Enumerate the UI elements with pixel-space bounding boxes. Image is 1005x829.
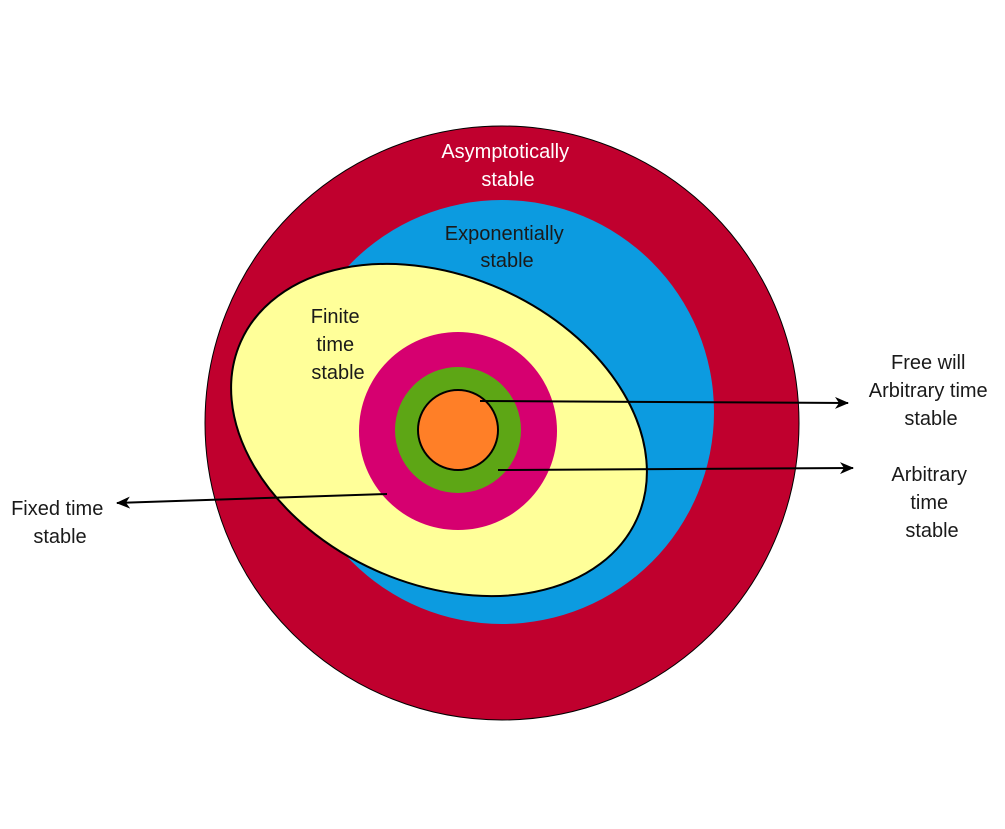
fixed-time-stable-label: Fixed time stable <box>11 498 109 548</box>
asymptotically-stable-label: Asymptotically stable <box>441 141 574 191</box>
free-will-arrow <box>479 396 849 409</box>
finite-time-stable-label: Finite time stable <box>311 306 365 384</box>
arbitrary-time-arrow <box>497 462 854 475</box>
free-will-arbitrary-time-stable-label: Free will Arbitrary time stable <box>869 352 993 430</box>
free-will-arbitrary-time-stable-region <box>417 389 499 471</box>
fixed-time-arrow <box>116 493 388 509</box>
arbitrary-time-stable-label: Arbitrary time stable <box>891 464 972 542</box>
exponentially-stable-label: Exponentially stable <box>445 223 570 272</box>
